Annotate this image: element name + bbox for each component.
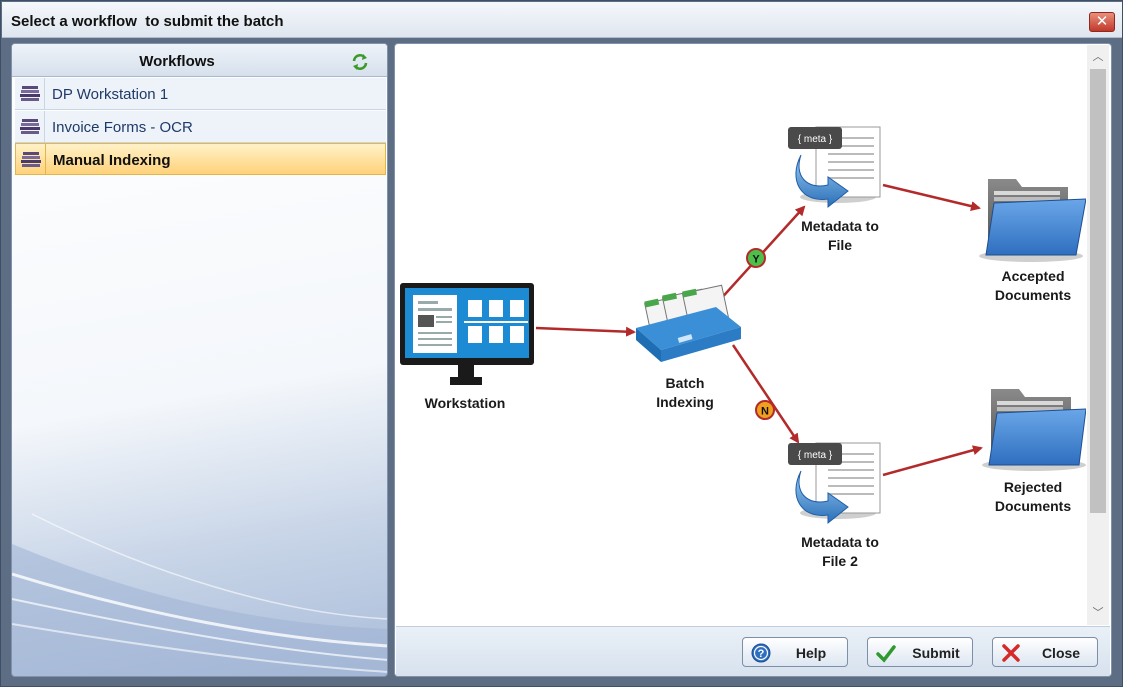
workflow-stack-icon	[20, 119, 40, 134]
workflows-panel: Workflows DP Workstation 1	[11, 43, 388, 677]
connector-metadata-to-accepted	[882, 183, 981, 211]
node-label-rejected-documents: Rejected Documents	[994, 479, 1072, 514]
scroll-thumb[interactable]	[1090, 69, 1106, 513]
scroll-up-arrow-icon[interactable]: ︿	[1092, 51, 1104, 63]
svg-text:Y: Y	[752, 254, 760, 266]
workflow-stack-icon	[21, 152, 41, 167]
workflows-header-label: Workflows	[139, 53, 215, 70]
help-icon: ?	[751, 643, 771, 663]
checkmark-icon	[876, 645, 896, 663]
svg-text:?: ?	[758, 648, 765, 660]
help-button-label: Help	[795, 645, 827, 661]
workstation-icon	[400, 283, 534, 385]
scroll-down-arrow-icon[interactable]: ﹀	[1092, 607, 1104, 619]
dialog-title: Select a workflow to submit the batch	[11, 13, 284, 30]
metadata-to-file-2-icon: { meta }	[788, 442, 881, 525]
workflow-diagram: Y N	[400, 126, 1086, 525]
help-button[interactable]: ? Help	[742, 637, 848, 667]
panel-background-swoosh	[12, 513, 387, 676]
node-label-batch-indexing: Batch Indexing	[656, 375, 714, 410]
close-button[interactable]: Close	[992, 637, 1098, 667]
dialog-footer: ? Help Submit Close	[396, 626, 1110, 676]
close-button-label: Close	[1041, 645, 1081, 661]
workflow-item-dp-workstation-1[interactable]: DP Workstation 1	[15, 78, 386, 110]
connector-metadata-2-to-rejected	[882, 445, 983, 477]
branch-yes-badge: Y	[746, 248, 766, 268]
branch-no-badge: N	[755, 400, 775, 420]
node-label-accepted-documents: Accepted Documents	[994, 268, 1072, 303]
metadata-to-file-icon: { meta }	[788, 126, 881, 209]
node-label-metadata-to-file-2: Metadata to File 2	[801, 534, 879, 569]
title-bar: Select a workflow to submit the batch ✕	[2, 2, 1122, 38]
workflow-item-manual-indexing[interactable]: Manual Indexing	[15, 143, 386, 175]
batch-indexing-icon	[636, 284, 741, 362]
connector-batch-to-metadata-2	[731, 344, 800, 444]
connector-workstation-to-batch	[535, 326, 636, 337]
workflow-item-invoice-forms-ocr[interactable]: Invoice Forms - OCR	[15, 111, 386, 143]
vertical-scrollbar[interactable]: ︿ ﹀	[1087, 45, 1109, 625]
close-icon	[1002, 644, 1020, 662]
node-label-metadata-to-file: Metadata to File	[801, 218, 879, 253]
workflow-item-label: Manual Indexing	[53, 152, 171, 169]
svg-text:N: N	[761, 406, 769, 418]
submit-button-label: Submit	[912, 645, 960, 661]
submit-button[interactable]: Submit	[867, 637, 973, 667]
close-window-button[interactable]: ✕	[1089, 12, 1115, 32]
rejected-folder-icon	[982, 389, 1086, 471]
svg-text:{ meta }: { meta }	[798, 450, 833, 461]
close-icon: ✕	[1095, 13, 1109, 30]
workflow-stack-icon	[20, 86, 40, 101]
node-label-workstation: Workstation	[424, 395, 506, 411]
workflow-diagram-panel: Y N	[394, 43, 1112, 677]
refresh-icon[interactable]	[350, 52, 370, 72]
workflow-item-label: Invoice Forms - OCR	[52, 119, 193, 136]
svg-text:{ meta }: { meta }	[798, 134, 833, 145]
workflow-item-label: DP Workstation 1	[52, 86, 169, 103]
accepted-folder-icon	[979, 179, 1086, 262]
workflows-header: Workflows	[12, 44, 387, 77]
